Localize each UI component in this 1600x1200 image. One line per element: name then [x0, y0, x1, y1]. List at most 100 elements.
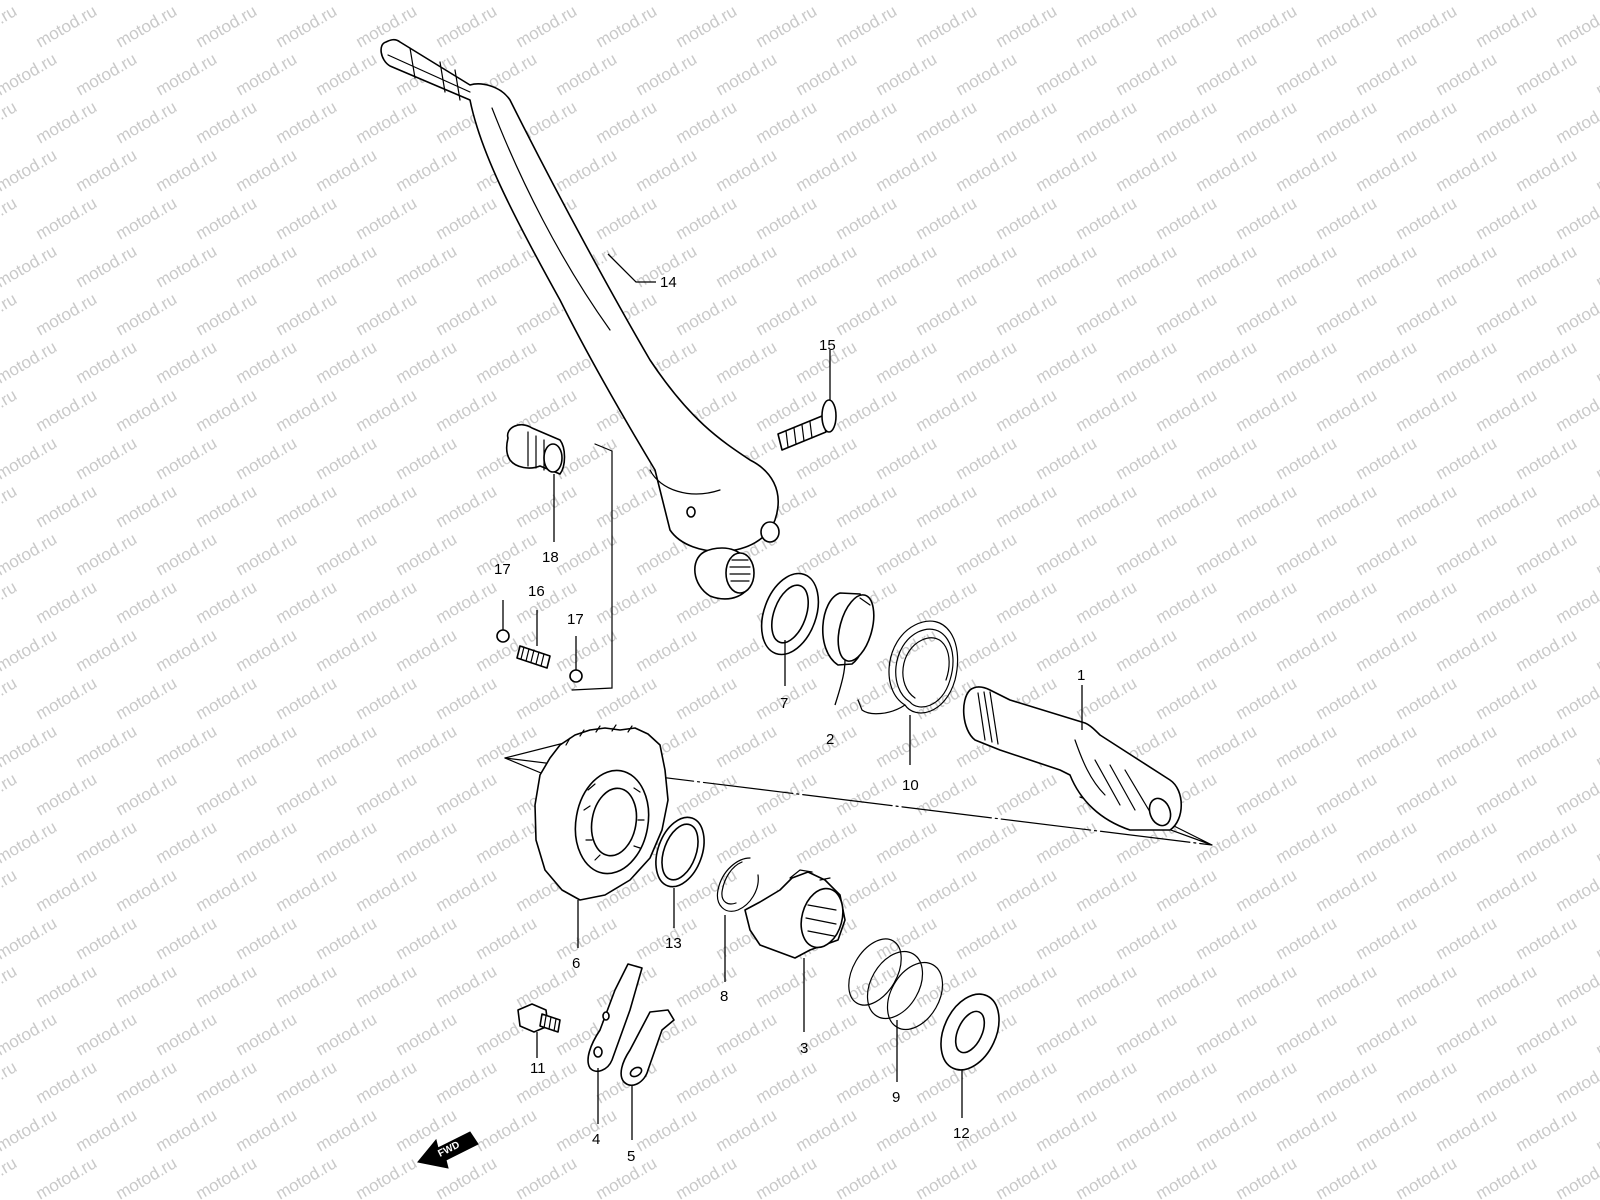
watermark-text: motod.ru [153, 529, 221, 579]
watermark-text: motod.ru [713, 145, 781, 195]
guide-plate-icon [587, 963, 643, 1072]
watermark-text: motod.ru [1273, 1105, 1341, 1155]
watermark-text: motod.ru [33, 769, 101, 819]
watermark-text: motod.ru [1153, 481, 1221, 531]
watermark-text: motod.ru [433, 769, 501, 819]
watermark-text: motod.ru [833, 385, 901, 435]
watermark-text: motod.ru [233, 1009, 301, 1059]
watermark-text: motod.ru [153, 145, 221, 195]
watermark-text: motod.ru [353, 1057, 421, 1107]
watermark-text: motod.ru [1153, 577, 1221, 627]
oil-seal-icon [760, 572, 820, 656]
thrust-washer-icon [655, 816, 705, 888]
watermark-text: motod.ru [1593, 721, 1600, 771]
watermark-text: motod.ru [713, 1105, 781, 1155]
watermark-text: motod.ru [33, 1153, 101, 1200]
watermark-text: motod.ru [1513, 817, 1581, 867]
watermark-text: motod.ru [473, 241, 541, 291]
watermark-text: motod.ru [793, 817, 861, 867]
watermark-text: motod.ru [1513, 0, 1581, 3]
watermark-text: motod.ru [1113, 529, 1181, 579]
watermark-text: motod.ru [793, 49, 861, 99]
watermark-text: motod.ru [193, 1153, 261, 1200]
watermark-text: motod.ru [1073, 961, 1141, 1011]
part-label-17b: 17 [567, 611, 584, 628]
watermark-text: motod.ru [553, 529, 621, 579]
watermark-text: motod.ru [1433, 0, 1501, 3]
watermark-text: motod.ru [833, 481, 901, 531]
watermark-text: motod.ru [73, 721, 141, 771]
watermark-text: motod.ru [1313, 193, 1381, 243]
watermark-text: motod.ru [1393, 385, 1461, 435]
watermark-text: motod.ru [233, 145, 301, 195]
watermark-text: motod.ru [153, 241, 221, 291]
watermark-text: motod.ru [1313, 385, 1381, 435]
watermark-text: motod.ru [0, 1057, 20, 1107]
watermark-text: motod.ru [673, 1153, 741, 1200]
watermark-text: motod.ru [1433, 1009, 1501, 1059]
watermark-text: motod.ru [473, 0, 541, 3]
watermark-text: motod.ru [433, 961, 501, 1011]
watermark-text: motod.ru [1353, 1105, 1421, 1155]
watermark-text: motod.ru [873, 337, 941, 387]
watermark-text: motod.ru [153, 337, 221, 387]
watermark-text: motod.ru [153, 0, 221, 3]
watermark-text: motod.ru [113, 289, 181, 339]
watermark-text: motod.ru [833, 1153, 901, 1200]
watermark-text: motod.ru [1553, 385, 1600, 435]
watermark-text: motod.ru [993, 865, 1061, 915]
kick-lever-icon [380, 38, 780, 600]
watermark-text: motod.ru [353, 289, 421, 339]
watermark-text: motod.ru [1153, 1057, 1221, 1107]
watermark-text: motod.ru [1553, 961, 1600, 1011]
watermark-text: motod.ru [1593, 433, 1600, 483]
watermark-text: motod.ru [393, 0, 461, 3]
watermark-text: motod.ru [1593, 0, 1600, 3]
watermark-text: motod.ru [0, 193, 20, 243]
watermark-text: motod.ru [1033, 529, 1101, 579]
return-spring-icon [857, 620, 959, 715]
watermark-text: motod.ru [0, 769, 20, 819]
watermark-text: motod.ru [1393, 97, 1461, 147]
watermark-text: motod.ru [873, 721, 941, 771]
watermark-text: motod.ru [153, 1009, 221, 1059]
watermark-text: motod.ru [1553, 1057, 1600, 1107]
watermark-text: motod.ru [1433, 721, 1501, 771]
watermark-text: motod.ru [1033, 913, 1101, 963]
watermark-text: motod.ru [1393, 769, 1461, 819]
watermark-text: motod.ru [1473, 577, 1541, 627]
watermark-text: motod.ru [713, 49, 781, 99]
watermark-text: motod.ru [1593, 1009, 1600, 1059]
watermark-text: motod.ru [233, 1105, 301, 1155]
watermark-text: motod.ru [513, 1, 581, 51]
watermark-text: motod.ru [1033, 433, 1101, 483]
watermark-text: motod.ru [1313, 1, 1381, 51]
watermark-text: motod.ru [1473, 1153, 1541, 1200]
watermark-text: motod.ru [1393, 1153, 1461, 1200]
watermark-text: motod.ru [1233, 1, 1301, 51]
watermark-text: motod.ru [193, 481, 261, 531]
watermark-text: motod.ru [753, 97, 821, 147]
watermark-text: motod.ru [353, 1153, 421, 1200]
watermark-text: motod.ru [353, 961, 421, 1011]
watermark-text: motod.ru [1353, 49, 1421, 99]
watermark-text: motod.ru [1553, 289, 1600, 339]
watermark-text: motod.ru [233, 625, 301, 675]
watermark-text: motod.ru [1153, 193, 1221, 243]
watermark-text: motod.ru [273, 865, 341, 915]
watermark-text: motod.ru [673, 97, 741, 147]
watermark-text: motod.ru [1073, 289, 1141, 339]
watermark-text: motod.ru [873, 913, 941, 963]
watermark-text: motod.ru [713, 0, 781, 3]
watermark-text: motod.ru [593, 97, 661, 147]
watermark-text: motod.ru [1393, 1057, 1461, 1107]
watermark-text: motod.ru [193, 673, 261, 723]
watermark-text: motod.ru [1313, 769, 1381, 819]
watermark-text: motod.ru [1033, 49, 1101, 99]
leader-lines [502, 253, 1083, 1140]
watermark-text: motod.ru [1233, 1057, 1301, 1107]
watermark-text: motod.ru [313, 241, 381, 291]
watermark-text: motod.ru [913, 1, 981, 51]
watermark-text: motod.ru [1193, 817, 1261, 867]
watermark-text: motod.ru [1433, 817, 1501, 867]
